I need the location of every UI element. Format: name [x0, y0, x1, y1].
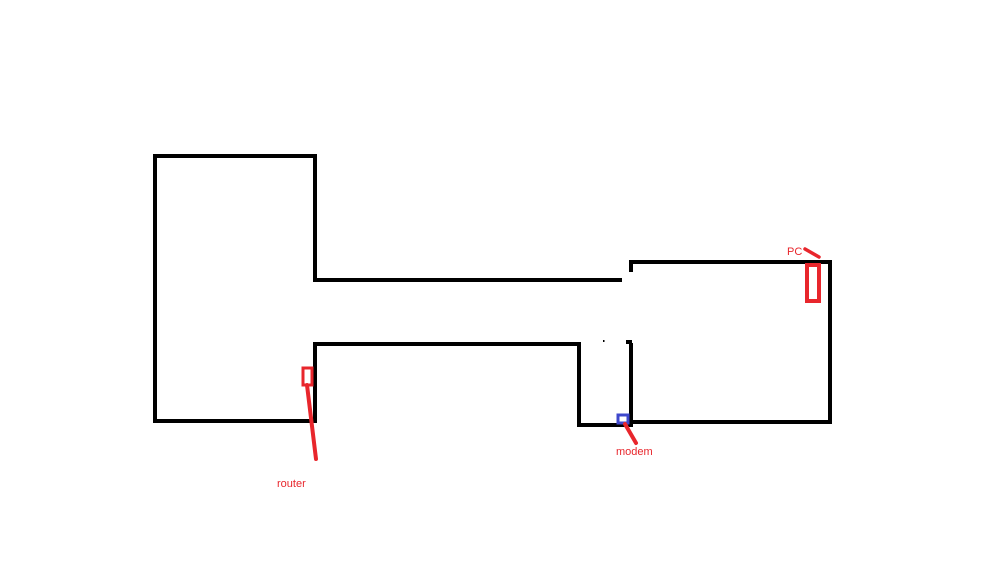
walls [153, 154, 832, 427]
corridor-end-stub [626, 340, 632, 344]
router-icon [301, 366, 314, 387]
door-tick-mark [603, 340, 605, 342]
modem-label: modem [616, 446, 653, 458]
router-pointer-line [305, 383, 318, 461]
left-room-wall [153, 154, 317, 423]
pc-label: PC [787, 246, 802, 258]
modem-marker: modem [616, 413, 653, 458]
pc-pointer-line [803, 247, 821, 259]
closet-wall [577, 342, 633, 427]
pc-marker: PC [787, 246, 821, 303]
right-room-wall [629, 260, 832, 424]
modem-icon [616, 413, 630, 425]
pc-icon [805, 263, 821, 303]
router-marker: router [277, 366, 318, 490]
router-label: router [277, 478, 306, 490]
modem-pointer-line [623, 422, 638, 445]
